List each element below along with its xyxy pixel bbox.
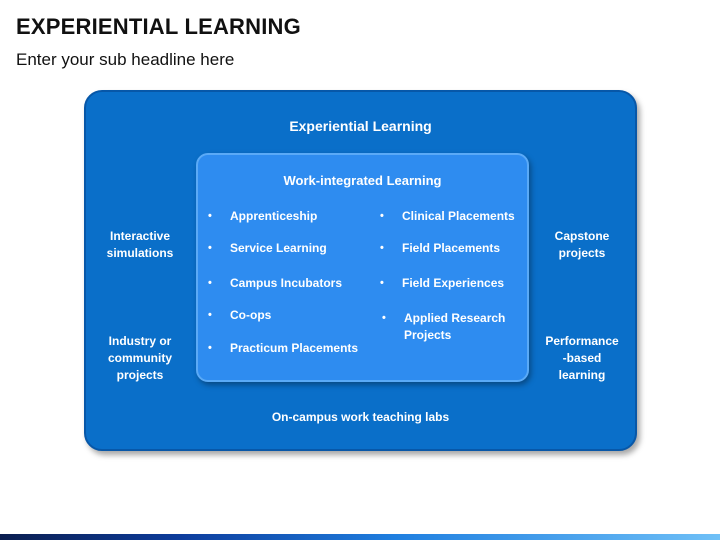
outer-box-footer: On-campus work teaching labs: [271, 410, 450, 424]
label-performance-based-learning: Performance -based learning: [545, 334, 619, 382]
bullet-icon: •: [208, 309, 212, 321]
work-integrated-learning-box: Work-integrated Learning • Apprenticeshi…: [196, 153, 529, 382]
bullet-icon: •: [380, 242, 384, 254]
page-subtitle: Enter your sub headline here: [16, 50, 235, 69]
bullet-icon: •: [208, 277, 212, 289]
label-interactive-simulations: Interactive simulations: [106, 229, 174, 260]
label-industry-projects: Industry or community projects: [107, 334, 172, 382]
list-item-label: Practicum Placements: [230, 341, 359, 355]
page-title: EXPERIENTIAL LEARNING: [16, 14, 301, 39]
list-item-label: Field Experiences: [402, 276, 505, 290]
list-item-label: Service Learning: [230, 241, 327, 255]
bullet-icon: •: [380, 210, 384, 222]
experiential-learning-box: Experiential Learning Interactive simula…: [84, 90, 637, 451]
list-item-label: Apprenticeship: [230, 209, 318, 223]
bullet-icon: •: [208, 342, 212, 354]
bullet-icon: •: [208, 210, 212, 222]
list-item-label: Co-ops: [230, 308, 272, 322]
list-item-label: Clinical Placements: [402, 209, 515, 223]
outer-box-title: Experiential Learning: [289, 118, 432, 134]
footer-gradient-bar: [0, 534, 720, 540]
bullet-icon: •: [382, 312, 386, 324]
inner-box-title: Work-integrated Learning: [283, 173, 442, 188]
bullet-icon: •: [208, 242, 212, 254]
list-item-label: Applied Research Projects: [404, 311, 506, 342]
label-capstone-projects: Capstone projects: [554, 229, 610, 260]
bullet-icon: •: [380, 277, 384, 289]
list-item-label: Campus Incubators: [230, 276, 343, 290]
list-item-label: Field Placements: [402, 241, 501, 255]
